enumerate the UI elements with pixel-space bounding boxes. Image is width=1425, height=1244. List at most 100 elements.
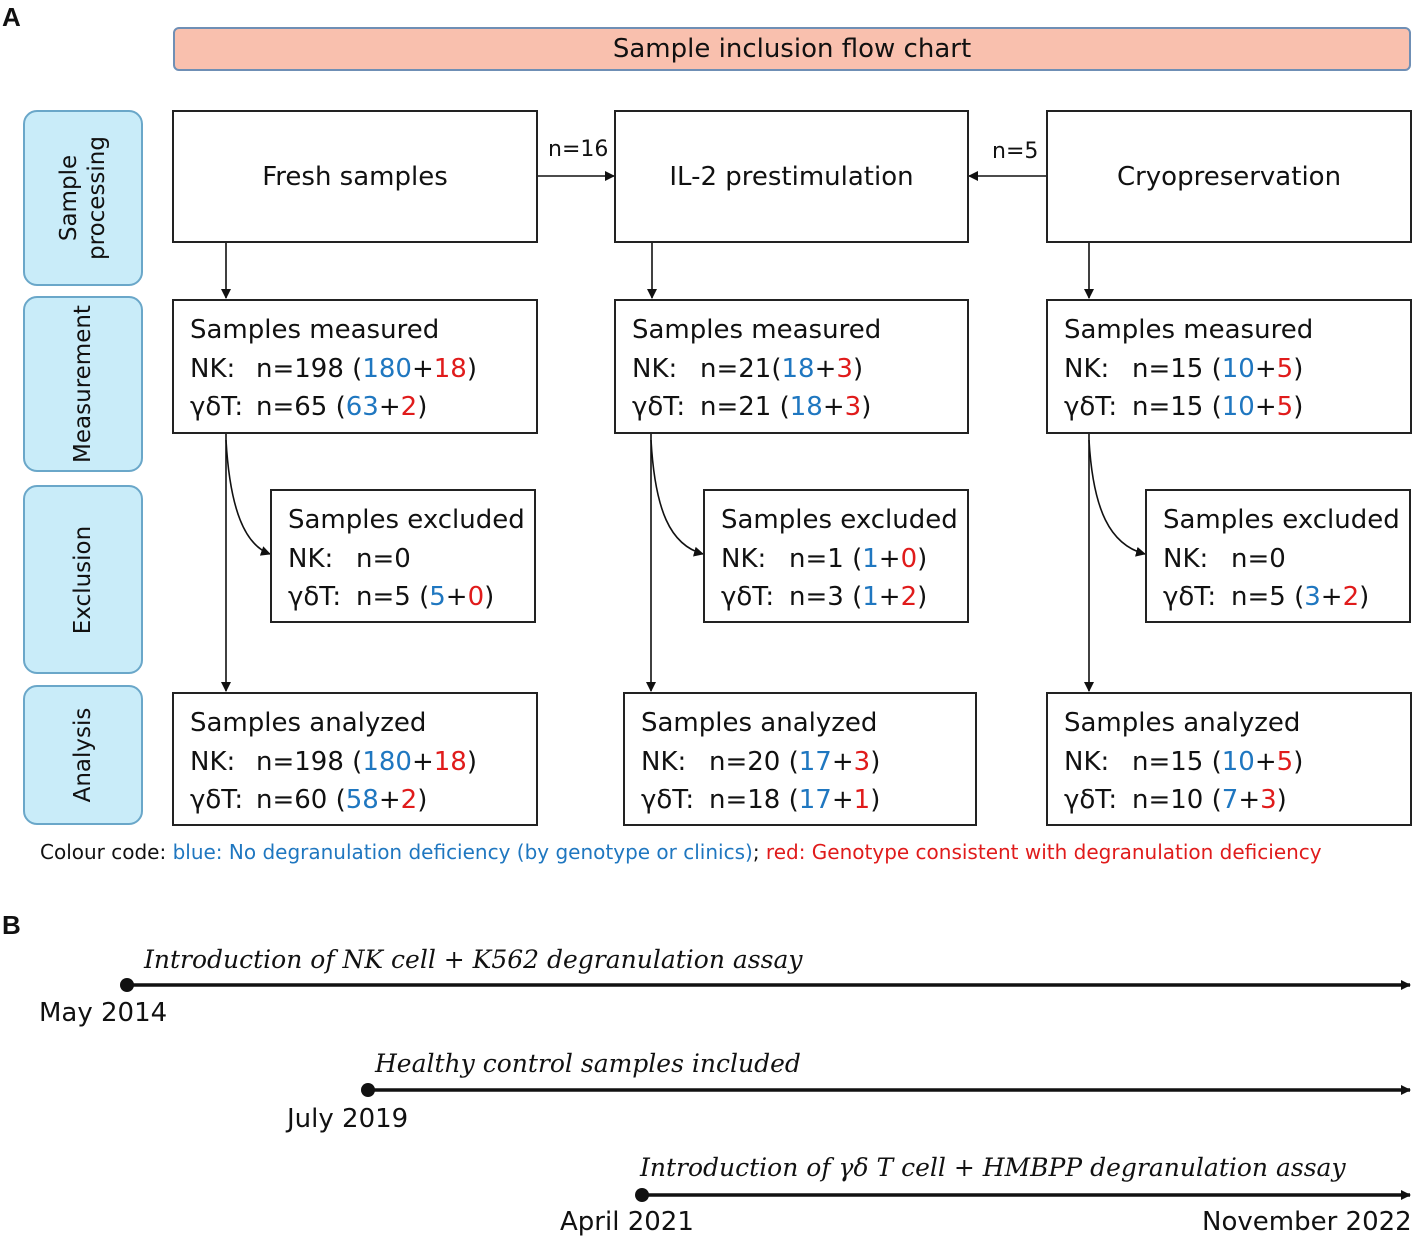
gdt-label: γδT: — [641, 785, 695, 815]
blue-count: 17 — [798, 785, 832, 815]
fresh-excluded-gdt: γδT:n=5 (5+0) — [288, 578, 534, 617]
count: n=60 ( — [256, 785, 346, 815]
stage-processing-line2: processing — [84, 136, 110, 260]
nk-label: NK: — [1064, 746, 1110, 777]
cryo-analyzed-title: Samples analyzed — [1064, 708, 1301, 738]
timeline-event-1-text: Introduction of NK cell + K562 degranula… — [144, 945, 803, 974]
blue-count: 3 — [1304, 582, 1321, 612]
stage-analysis-label: Analysis — [70, 707, 96, 803]
red-count: 18 — [433, 746, 467, 777]
arrow-cryo-to-excluded — [1088, 439, 1146, 557]
stage-processing-line1: Sample — [56, 154, 82, 242]
blue-count: 10 — [1221, 353, 1255, 384]
timeline-arrows — [120, 978, 1411, 1202]
blue-count: 17 — [798, 746, 832, 777]
count: n=21 ( — [700, 392, 790, 422]
box-il2-measured: Samples measured NK:n=21(18+3) γδT: n=21 … — [614, 299, 969, 434]
count: n=5 ( — [1231, 582, 1305, 612]
count: n=0 — [356, 543, 411, 574]
red-count: 3 — [1260, 785, 1277, 815]
count: n=15 ( — [1132, 746, 1222, 777]
red-count: 1 — [853, 785, 871, 815]
gdt-label: γδT: — [1163, 582, 1217, 612]
count: n=1 ( — [789, 543, 863, 574]
red-count: 3 — [853, 746, 871, 777]
count: n=198 ( — [256, 353, 363, 384]
red-count: 5 — [1276, 392, 1294, 422]
blue-count: 180 — [362, 353, 412, 384]
red-count: 2 — [900, 582, 918, 612]
timeline-event-3-text: Introduction of γδ T cell + HMBPP degran… — [640, 1153, 1346, 1182]
nk-label: NK: — [721, 543, 767, 574]
timeline-event-1-date: May 2014 — [39, 998, 168, 1028]
box-cryo-analyzed: Samples analyzed NK:n=15 (10+5) γδT:n=10… — [1046, 692, 1412, 826]
count: n=15 ( — [1132, 353, 1222, 384]
box-cryo-excluded: Samples excluded NK:n=0 γδT:n=5 (3+2) — [1145, 489, 1411, 623]
stage-processing-label: Sample processing — [55, 136, 111, 260]
cryo-excluded-title: Samples excluded — [1163, 505, 1400, 535]
box-il2-analyzed: Samples analyzed NK:n=20 (17+3) γδT:n=18… — [623, 692, 977, 826]
red-count: 5 — [1276, 353, 1294, 384]
blue-count: 1 — [862, 582, 879, 612]
legend-red: red: Genotype consistent with degranulat… — [765, 840, 1322, 864]
il2-measured-title: Samples measured — [632, 315, 882, 345]
panel-a-label: A — [2, 2, 21, 32]
blue-count: 18 — [789, 392, 823, 422]
box-il2-prestimulation: IL-2 prestimulation — [614, 110, 969, 243]
fresh-excluded-nk: NK:n=0 — [288, 540, 534, 579]
timeline-end-date: November 2022 — [1202, 1207, 1412, 1237]
blue-count: 1 — [862, 543, 879, 574]
stage-exclusion: Exclusion — [23, 485, 143, 674]
il2-excluded-nk: NK:n=1 (1+0) — [721, 540, 967, 579]
box-fresh-measured: Samples measured NK:n=198 (180+18) γδT:n… — [172, 299, 538, 434]
red-count: 0 — [467, 582, 485, 612]
cryo-measured-title: Samples measured — [1064, 315, 1314, 345]
red-count: 18 — [433, 353, 467, 384]
fresh-analyzed-title: Samples analyzed — [190, 708, 427, 738]
fresh-measured-gdt: γδT:n=65 (63+2) — [190, 388, 536, 427]
legend-separator: ; — [752, 840, 766, 864]
box-fresh-samples-label: Fresh samples — [262, 161, 448, 192]
timeline-event-3-date: April 2021 — [560, 1207, 694, 1237]
blue-count: 10 — [1221, 746, 1255, 777]
count: n=20 ( — [709, 746, 799, 777]
count: n=21( — [700, 353, 782, 384]
box-cryopreservation-label: Cryopreservation — [1116, 161, 1342, 192]
cryo-excluded-nk: NK: n=0 — [1163, 540, 1409, 579]
nk-label: NK: — [190, 353, 236, 384]
red-count: 2 — [1342, 582, 1360, 612]
nk-label: NK: — [1163, 543, 1209, 574]
gdt-label: γδT: — [632, 392, 686, 422]
blue-count: 10 — [1221, 392, 1255, 422]
cryo-measured-nk: NK:n=15 (10+5) — [1064, 350, 1410, 389]
count: n=10 ( — [1132, 785, 1222, 815]
stage-measurement: Measurement — [23, 296, 143, 472]
count: n=198 ( — [256, 746, 363, 777]
gdt-label: γδT: — [1064, 392, 1118, 422]
gdt-label: γδT: — [288, 582, 342, 612]
il2-measured-nk: NK:n=21(18+3) — [632, 350, 967, 389]
count: n=0 — [1231, 543, 1286, 574]
blue-count: 18 — [781, 353, 815, 384]
stage-processing: Sample processing — [23, 110, 143, 286]
cryo-excluded-gdt: γδT:n=5 (3+2) — [1163, 578, 1409, 617]
fresh-excluded-title: Samples excluded — [288, 505, 525, 535]
timeline-event-2-date: July 2019 — [287, 1104, 409, 1134]
il2-analyzed-gdt: γδT:n=18 (17+1) — [641, 781, 975, 820]
timeline-event-2-text: Healthy control samples included — [375, 1049, 801, 1078]
il2-analyzed-nk: NK:n=20 (17+3) — [641, 743, 975, 782]
cryo-measured-gdt: γδT:n=15 (10+5) — [1064, 388, 1410, 427]
box-il2-excluded: Samples excluded NK:n=1 (1+0) γδT:n=3 (1… — [703, 489, 969, 623]
fresh-analyzed-nk: NK:n=198 (180+18) — [190, 743, 536, 782]
cryo-analyzed-nk: NK:n=15 (10+5) — [1064, 743, 1410, 782]
il2-excluded-gdt: γδT:n=3 (1+2) — [721, 578, 967, 617]
edge-label-fresh-il2: n=16 — [548, 137, 609, 162]
count: n=15 ( — [1132, 392, 1222, 422]
nk-label: NK: — [641, 746, 687, 777]
box-cryopreservation: Cryopreservation — [1046, 110, 1412, 243]
panel-b-label: B — [2, 910, 21, 940]
cryo-analyzed-gdt: γδT:n=10 (7+3) — [1064, 781, 1410, 820]
box-fresh-samples: Fresh samples — [172, 110, 538, 243]
blue-count: 63 — [345, 392, 379, 422]
